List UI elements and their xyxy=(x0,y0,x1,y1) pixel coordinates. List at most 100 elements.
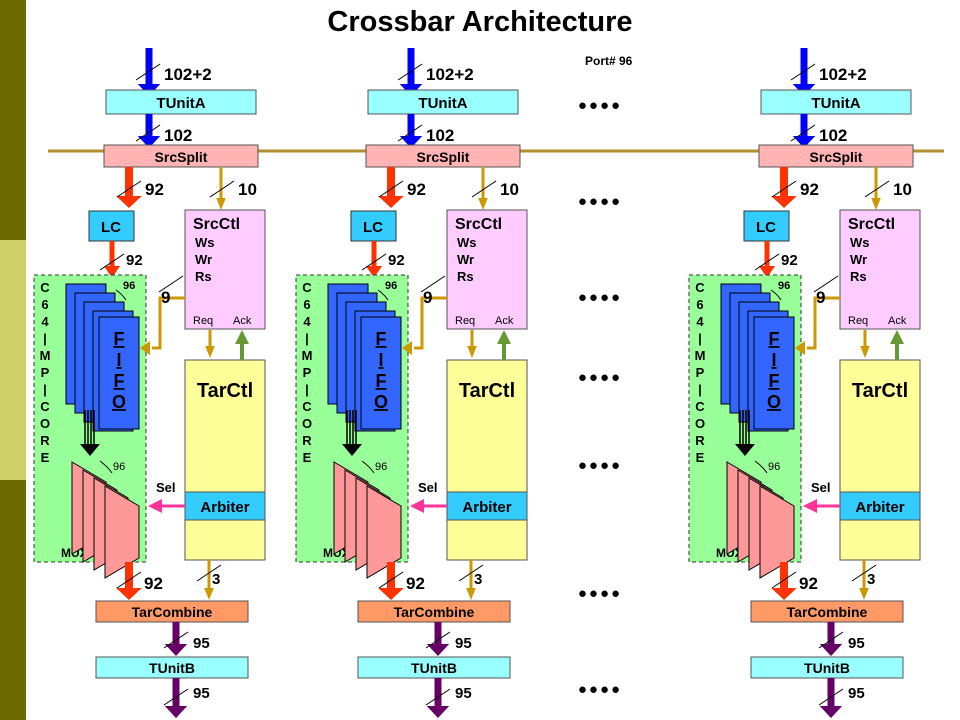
core-letter: R xyxy=(40,433,50,448)
sel-label: Sel xyxy=(418,480,438,495)
diagram-title: Crossbar Architecture xyxy=(327,6,633,38)
srcsplit-box xyxy=(365,144,521,168)
sel-arrow-head xyxy=(148,499,162,513)
output-width-label: 95 xyxy=(455,685,472,702)
fifo-to-mux-head xyxy=(80,444,100,456)
input-bus-slash xyxy=(397,63,423,81)
fifo-letter: O xyxy=(374,392,388,412)
fifo-letter: F xyxy=(376,371,387,391)
mux-out-slash xyxy=(771,571,797,589)
srcctl-out-slash xyxy=(420,275,446,293)
mux-width-label: 96 xyxy=(768,461,780,473)
srcctl-req-label: Req xyxy=(848,315,868,327)
input-width-label: 102+2 xyxy=(426,65,474,84)
core-letter: 4 xyxy=(41,314,49,329)
mux-width-tick xyxy=(754,460,768,474)
output-slash xyxy=(818,688,844,706)
arbiter-out-width-label: 3 xyxy=(867,571,875,588)
lc-out-slash xyxy=(99,253,125,271)
tunitb-label: TUnitB xyxy=(411,660,457,676)
tarcombine-out-slash xyxy=(163,631,189,649)
lc-in-slash xyxy=(116,180,142,198)
srcsplit-to-lc-arrow-head xyxy=(116,196,142,208)
lc-label: LC xyxy=(363,219,383,236)
mux-stack-layer xyxy=(104,485,140,579)
lc-to-core-arrow-head xyxy=(759,266,775,278)
core-letter: | xyxy=(698,331,702,346)
lc-label: LC xyxy=(101,219,121,236)
lc-to-core-arrow xyxy=(104,241,120,278)
core-letter: | xyxy=(43,331,47,346)
core-letter: E xyxy=(696,450,705,465)
srcctl-box xyxy=(184,209,266,330)
lc-to-core-arrow-head xyxy=(104,266,120,278)
arbiter-box xyxy=(446,491,528,521)
srcsplit-to-srcctl-arrow xyxy=(216,167,226,210)
sidebar-band-light xyxy=(0,240,26,480)
ellipsis-dots: ●●●● xyxy=(578,681,622,698)
tarctl-label: TarCtl xyxy=(459,380,515,402)
srcsplit-box xyxy=(758,144,914,168)
sel-arrow-head xyxy=(410,499,424,513)
mux-to-tarcombine-arrow xyxy=(378,562,404,600)
srcctl-to-core-head xyxy=(140,341,150,355)
core-letter: 4 xyxy=(696,314,704,329)
core-letter: M xyxy=(40,348,51,363)
core-letter: C xyxy=(40,280,50,295)
arbiter-out-width-label: 3 xyxy=(212,571,220,588)
mux-to-tarcombine-arrow-head xyxy=(771,588,797,600)
tarctl-box xyxy=(839,359,921,561)
fifo-letter: O xyxy=(112,392,126,412)
srcsplit-label: SrcSplit xyxy=(810,149,863,165)
tunita-to-srcsplit-arrow-head xyxy=(399,136,423,148)
input-bus-slash xyxy=(135,63,161,81)
mux-out-slash xyxy=(116,571,142,589)
lc-in-width-label: 92 xyxy=(800,180,819,199)
srcsplit-box xyxy=(103,144,259,168)
lc-out-width-label: 92 xyxy=(388,252,405,269)
mux-to-tarcombine-arrow-head xyxy=(116,588,142,600)
lc-out-width-label: 92 xyxy=(126,252,143,269)
core-letter: C xyxy=(302,399,312,414)
lc-to-core-arrow xyxy=(759,241,775,278)
srcsplit-in-slash xyxy=(790,124,816,142)
tarcombine-to-tunitb-arrow xyxy=(819,622,843,656)
srcctl-to-core-arrow xyxy=(414,296,447,350)
srcctl-in-slash xyxy=(209,180,235,198)
lc-in-width-label: 92 xyxy=(407,180,426,199)
lc-box xyxy=(88,210,135,242)
srcsplit-in-width-label: 102 xyxy=(164,126,192,145)
fifo-letter: F xyxy=(114,371,125,391)
tarcombine-to-tunitb-arrow-head xyxy=(164,644,188,656)
srcctl-out-slash xyxy=(158,275,184,293)
sidebar-band-dark-bottom xyxy=(0,480,26,720)
srcctl-signal-ws: Ws xyxy=(850,235,870,250)
ellipsis-dots: ●●●● xyxy=(578,457,622,474)
tarcombine-label: TarCombine xyxy=(132,604,213,620)
sidebar-band-dark xyxy=(0,0,26,240)
ellipsis-dots: ●●●● xyxy=(578,193,622,210)
lc-to-core-arrow xyxy=(366,241,382,278)
srcctl-req-label: Req xyxy=(455,315,475,327)
tarcombine-out-slash xyxy=(425,631,451,649)
tunitb-box xyxy=(357,656,511,679)
core-letter: | xyxy=(305,331,309,346)
core-letter: | xyxy=(698,382,702,397)
mux-out-width-label: 92 xyxy=(799,574,818,593)
ack-arrow-head xyxy=(235,330,249,344)
srcsplit-to-lc-arrow xyxy=(378,167,404,208)
ellipsis-dots: ●●●● xyxy=(578,585,622,602)
output-arrow xyxy=(426,678,450,718)
input-width-label: 102+2 xyxy=(819,65,867,84)
core-letter: E xyxy=(303,450,312,465)
mux-out-width-label: 92 xyxy=(144,574,163,593)
srcsplit-to-lc-arrow xyxy=(116,167,142,208)
srcctl-signal-rs: Rs xyxy=(457,269,474,284)
tarctl-label: TarCtl xyxy=(197,380,253,402)
lc-out-width-label: 92 xyxy=(781,252,798,269)
srcctl-out-width-label: 9 xyxy=(816,288,825,307)
srcctl-ack-label: Ack xyxy=(233,315,252,327)
tarcombine-out-width-label: 95 xyxy=(848,635,865,652)
fifo-front xyxy=(753,316,795,430)
